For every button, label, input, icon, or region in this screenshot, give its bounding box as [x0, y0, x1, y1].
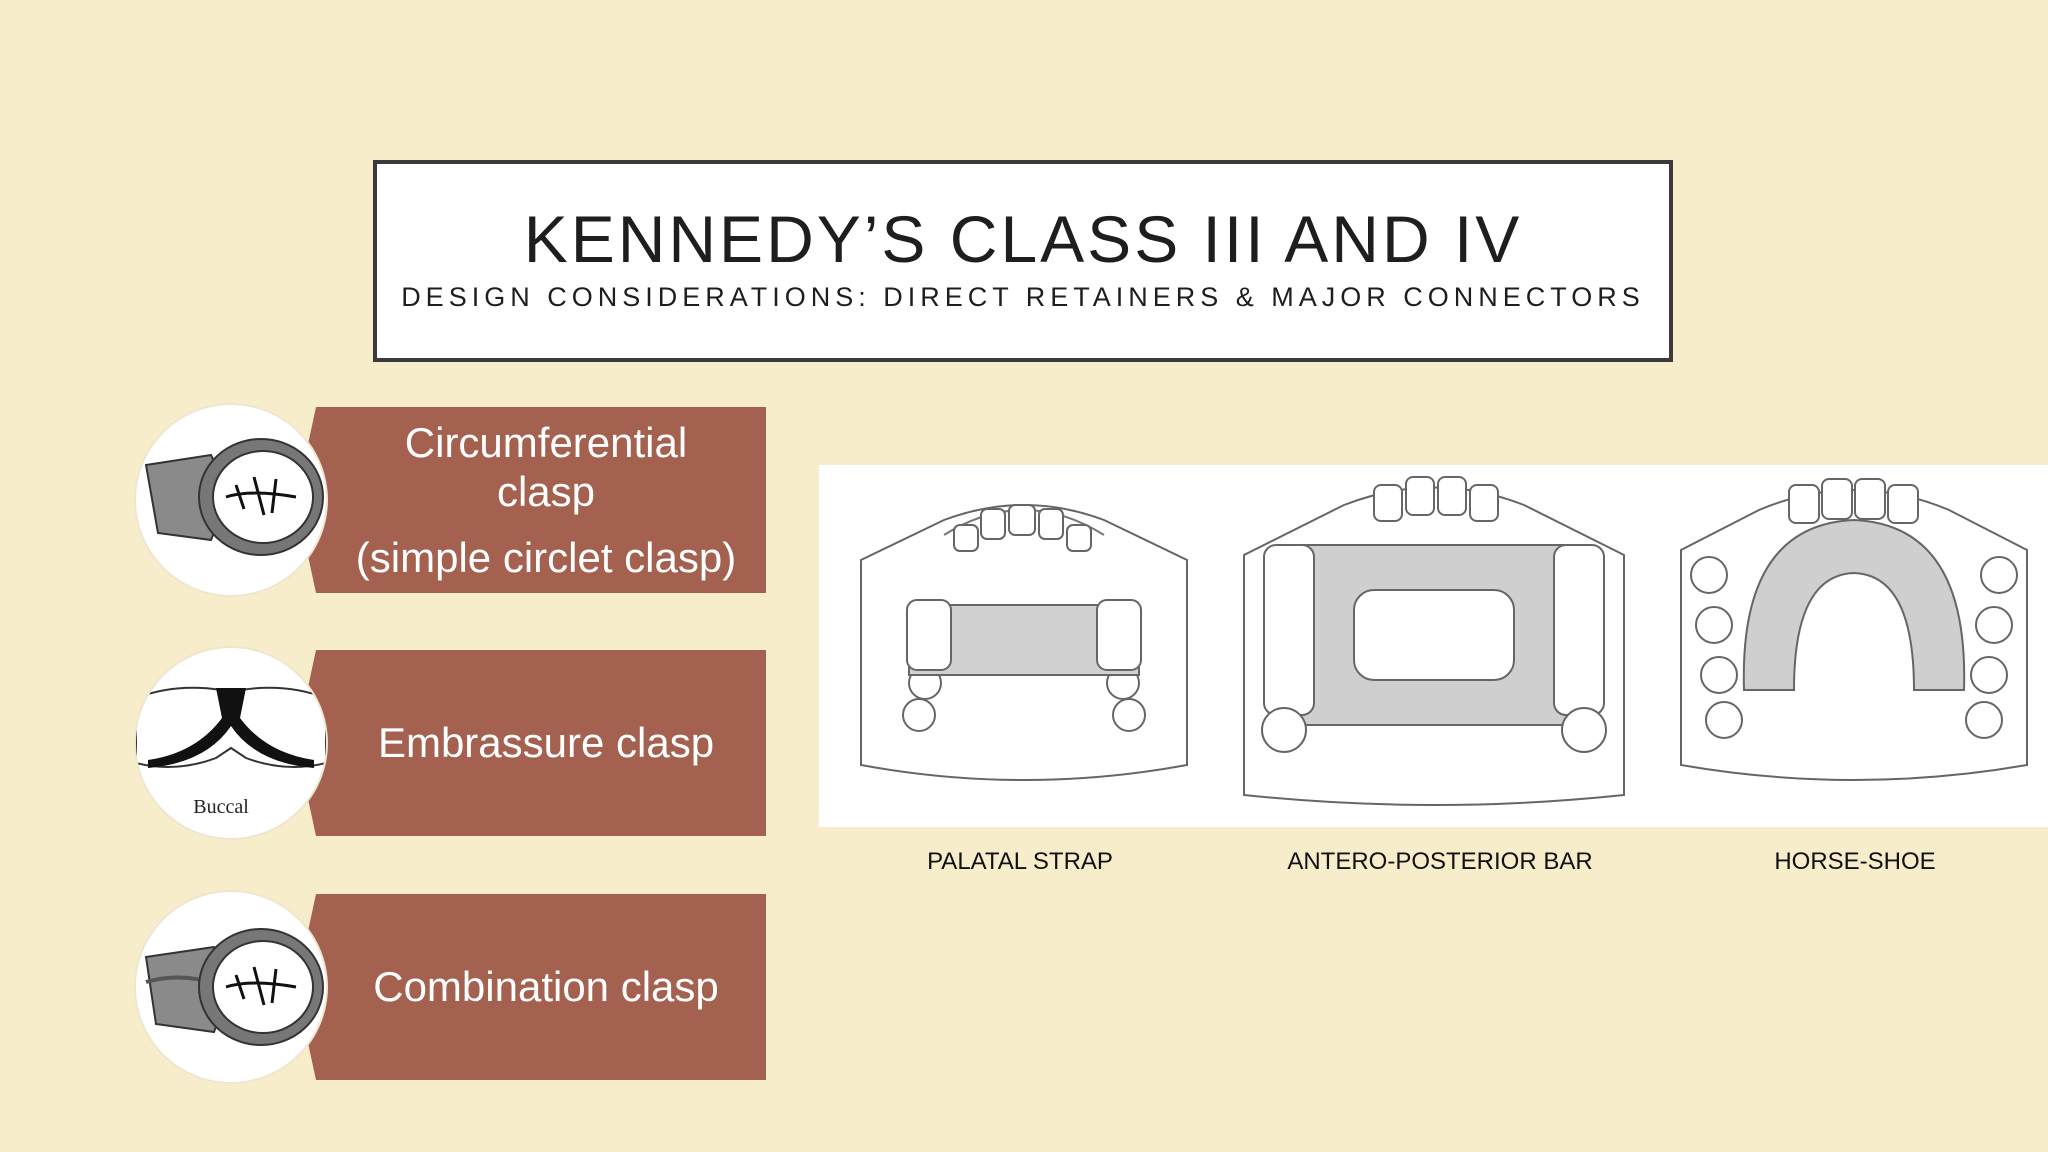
connector-label-palatal-strap: PALATAL STRAP: [927, 848, 1113, 875]
clasp-banner: Circumferential clasp (simple circlet cl…: [296, 407, 766, 593]
embrassure-buccal-caption: Buccal: [193, 796, 249, 818]
title-box: KENNEDY’S CLASS III AND IV DESIGN CONSID…: [373, 160, 1673, 362]
major-connectors-panel: [819, 465, 2048, 827]
clasp-label: Embrassure clasp: [377, 719, 715, 767]
connector-label-horse-shoe: HORSE-SHOE: [1774, 848, 1936, 875]
clasp-item-circumferential: Circumferential clasp (simple circlet cl…: [136, 405, 766, 595]
palatal-strap-illustration: [860, 504, 1188, 781]
clasp-banner: Embrassure clasp: [296, 650, 766, 836]
clasp-label-line2: clasp: [496, 468, 596, 516]
circumferential-clasp-illustration: [136, 405, 326, 595]
antero-posterior-bar-illustration: [1243, 476, 1625, 806]
slide-subtitle: DESIGN CONSIDERATIONS: DIRECT RETAINERS …: [401, 282, 1645, 312]
clasp-label: Combination clasp: [373, 963, 719, 1011]
embrassure-clasp-illustration: Buccal: [136, 648, 326, 838]
slide-title: KENNEDY’S CLASS III AND IV: [523, 202, 1523, 276]
connector-label-antero-posterior-bar: ANTERO-POSTERIOR BAR: [1287, 848, 1593, 875]
horse-shoe-illustration: [1680, 478, 2028, 781]
clasp-item-combination: Combination clasp: [136, 892, 766, 1082]
clasp-item-embrassure: Embrassure clasp Buccal: [136, 648, 766, 838]
clasp-label-line3: (simple circlet clasp): [355, 533, 737, 581]
clasp-label: Circumferential clasp (simple circlet cl…: [316, 418, 746, 583]
combination-clasp-illustration: [136, 892, 326, 1082]
clasp-label-line1: Circumferential: [404, 418, 688, 466]
clasp-banner: Combination clasp: [296, 894, 766, 1080]
